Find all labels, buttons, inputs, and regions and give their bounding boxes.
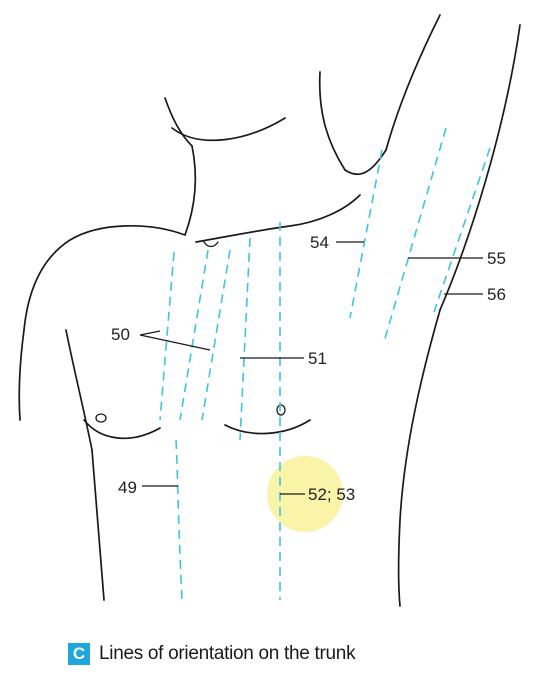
label-52-53: 52; 53 bbox=[308, 485, 355, 504]
label-49: 49 bbox=[118, 478, 137, 497]
label-51: 51 bbox=[308, 349, 327, 368]
caption-text: Lines of orientation on the trunk bbox=[99, 643, 356, 664]
orientation-lines bbox=[159, 127, 491, 601]
label-54: 54 bbox=[310, 233, 329, 252]
orientation-line-2 bbox=[179, 249, 209, 421]
leader-lines bbox=[139, 241, 483, 495]
right-shoulder-outline bbox=[344, 149, 387, 176]
jugular-notch bbox=[203, 241, 219, 248]
neck-left-outline bbox=[164, 97, 193, 147]
clavicle-outline bbox=[195, 194, 361, 243]
neck-right-outline bbox=[318, 71, 346, 171]
left-shoulder-outline bbox=[23, 225, 186, 331]
orientation-line-8 bbox=[383, 127, 447, 343]
left-nipple bbox=[95, 413, 107, 423]
right-flank-outline bbox=[397, 309, 441, 607]
label-55: 55 bbox=[487, 249, 506, 268]
orientation-line-6 bbox=[175, 439, 183, 601]
neck-base-outline bbox=[184, 145, 197, 236]
orientation-line-9 bbox=[433, 147, 491, 313]
orientation-line-3 bbox=[201, 249, 231, 421]
orientation-line-1 bbox=[159, 251, 175, 421]
left-pectoral-outline bbox=[83, 419, 161, 440]
caption-badge: C bbox=[68, 643, 90, 665]
orientation-line-4 bbox=[239, 237, 251, 441]
raised-arm-inner-outline bbox=[439, 24, 521, 311]
left-arm-outline bbox=[18, 329, 25, 421]
leader-50b bbox=[139, 334, 211, 351]
raised-arm-outer-outline bbox=[385, 14, 441, 151]
leader-50a bbox=[139, 330, 161, 336]
label-50: 50 bbox=[111, 325, 130, 344]
left-arm-inner-outline bbox=[65, 329, 93, 451]
label-56: 56 bbox=[487, 285, 506, 304]
left-flank-outline bbox=[91, 449, 105, 601]
jaw-outline bbox=[171, 117, 286, 142]
orientation-line-7 bbox=[349, 149, 383, 319]
right-nipple bbox=[276, 404, 286, 416]
body-outline bbox=[18, 14, 521, 607]
figure-caption: C Lines of orientation on the trunk bbox=[68, 641, 356, 667]
right-pectoral-outline bbox=[224, 419, 311, 435]
